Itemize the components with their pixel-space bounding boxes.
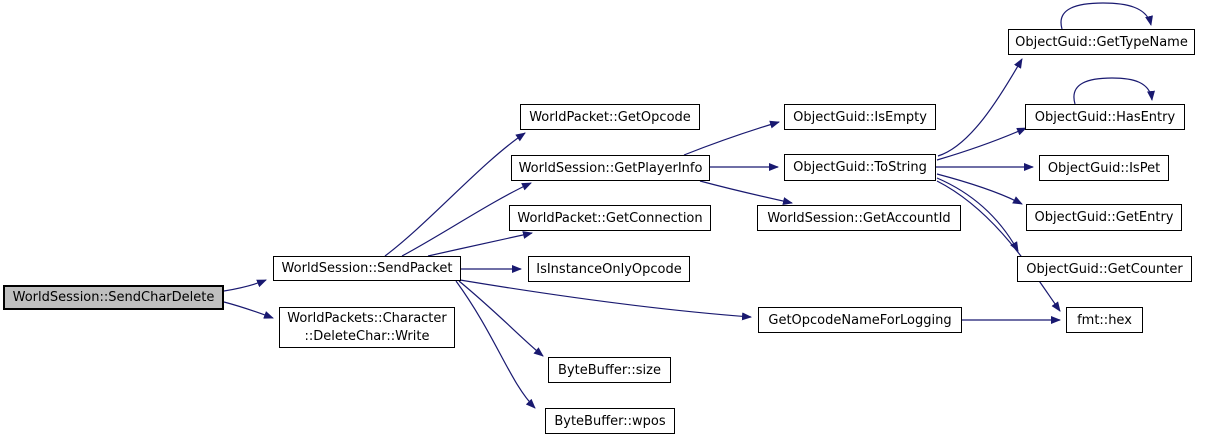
node-objectguid-isempty[interactable]: ObjectGuid::IsEmpty xyxy=(784,104,936,130)
edge-getplayerinfo-to-getaccountid xyxy=(699,180,793,205)
node-fmt-hex[interactable]: fmt::hex xyxy=(1066,307,1143,333)
edge-hasentry-self-loop xyxy=(1073,77,1155,105)
node-label: ObjectGuid::HasEntry xyxy=(1034,109,1176,125)
edge-sendpacket-to-bytebuffersize xyxy=(458,280,544,357)
node-worldsession-getaccountid[interactable]: WorldSession::GetAccountId xyxy=(757,205,961,231)
node-label: IsInstanceOnlyOpcode xyxy=(536,261,682,277)
edge-sendpacket-to-getconnection xyxy=(427,231,533,257)
edge-sendchardelete-to-deletecharwrite xyxy=(223,301,274,319)
edge-sendchardelete-to-sendpacket xyxy=(223,279,267,292)
node-objectguid-gettypename[interactable]: ObjectGuid::GetTypeName xyxy=(1008,29,1195,55)
node-label: fmt::hex xyxy=(1077,312,1132,328)
node-label: WorldPacket::GetConnection xyxy=(517,210,703,226)
edge-sendpacket-to-bytebufferwpos xyxy=(455,280,536,409)
edge-tostring-to-fmthex xyxy=(936,180,1061,312)
node-label: ObjectGuid::GetCounter xyxy=(1026,261,1183,277)
node-label: GetOpcodeNameForLogging xyxy=(768,312,952,328)
edge-tostring-to-getentry xyxy=(936,173,1023,205)
node-objectguid-getentry[interactable]: ObjectGuid::GetEntry xyxy=(1026,204,1182,231)
node-getopcodenameforlogging[interactable]: GetOpcodeNameForLogging xyxy=(758,307,962,333)
node-label: WorldSession::GetPlayerInfo xyxy=(518,160,703,176)
node-label: WorldSession::SendCharDelete xyxy=(12,290,215,305)
edge-sendpacket-to-getplayerinfo xyxy=(401,182,532,257)
node-label: WorldPackets::Character ::DeleteChar::Wr… xyxy=(287,310,447,344)
node-objectguid-hasentry[interactable]: ObjectGuid::HasEntry xyxy=(1025,104,1185,130)
node-objectguid-tostring[interactable]: ObjectGuid::ToString xyxy=(784,154,936,181)
node-objectguid-getcounter[interactable]: ObjectGuid::GetCounter xyxy=(1017,256,1192,282)
node-worldpacket-getopcode[interactable]: WorldPacket::GetOpcode xyxy=(520,104,700,130)
node-worldsession-getplayerinfo[interactable]: WorldSession::GetPlayerInfo xyxy=(511,155,710,181)
edge-tostring-to-getcounter xyxy=(936,177,1019,252)
node-worldsession-sendpacket[interactable]: WorldSession::SendPacket xyxy=(273,256,461,281)
node-label: ByteBuffer::size xyxy=(558,362,661,378)
edge-getplayerinfo-to-isempty xyxy=(683,120,780,156)
node-objectguid-ispet[interactable]: ObjectGuid::IsPet xyxy=(1039,155,1169,181)
node-worldpacket-getconnection[interactable]: WorldPacket::GetConnection xyxy=(509,205,711,231)
node-worldpackets-character-deletechar-write[interactable]: WorldPackets::Character ::DeleteChar::Wr… xyxy=(279,307,455,348)
edge-tostring-to-hasentry xyxy=(936,127,1027,161)
node-bytebuffer-size[interactable]: ByteBuffer::size xyxy=(548,357,671,383)
node-label: WorldSession::SendPacket xyxy=(281,261,453,276)
node-label: ObjectGuid::GetEntry xyxy=(1034,210,1174,225)
node-label: ObjectGuid::GetTypeName xyxy=(1015,34,1188,50)
edge-gettypename-self-loop xyxy=(1060,2,1153,30)
node-label: WorldPacket::GetOpcode xyxy=(529,109,691,125)
edge-tostring-to-gettypename xyxy=(937,58,1023,157)
node-bytebuffer-wpos[interactable]: ByteBuffer::wpos xyxy=(545,408,675,434)
node-isinstanceonlyopcode[interactable]: IsInstanceOnlyOpcode xyxy=(528,256,690,282)
node-worldsession-sendchardelete: WorldSession::SendCharDelete xyxy=(3,285,224,310)
node-label: ByteBuffer::wpos xyxy=(554,413,666,429)
node-label: ObjectGuid::ToString xyxy=(793,160,927,175)
node-label: ObjectGuid::IsPet xyxy=(1047,160,1161,176)
node-label: ObjectGuid::IsEmpty xyxy=(793,109,927,125)
edge-sendpacket-to-getopcodenameforlogging xyxy=(459,279,752,321)
edge-sendpacket-to-getopcode xyxy=(384,132,526,257)
node-label: WorldSession::GetAccountId xyxy=(767,210,951,226)
